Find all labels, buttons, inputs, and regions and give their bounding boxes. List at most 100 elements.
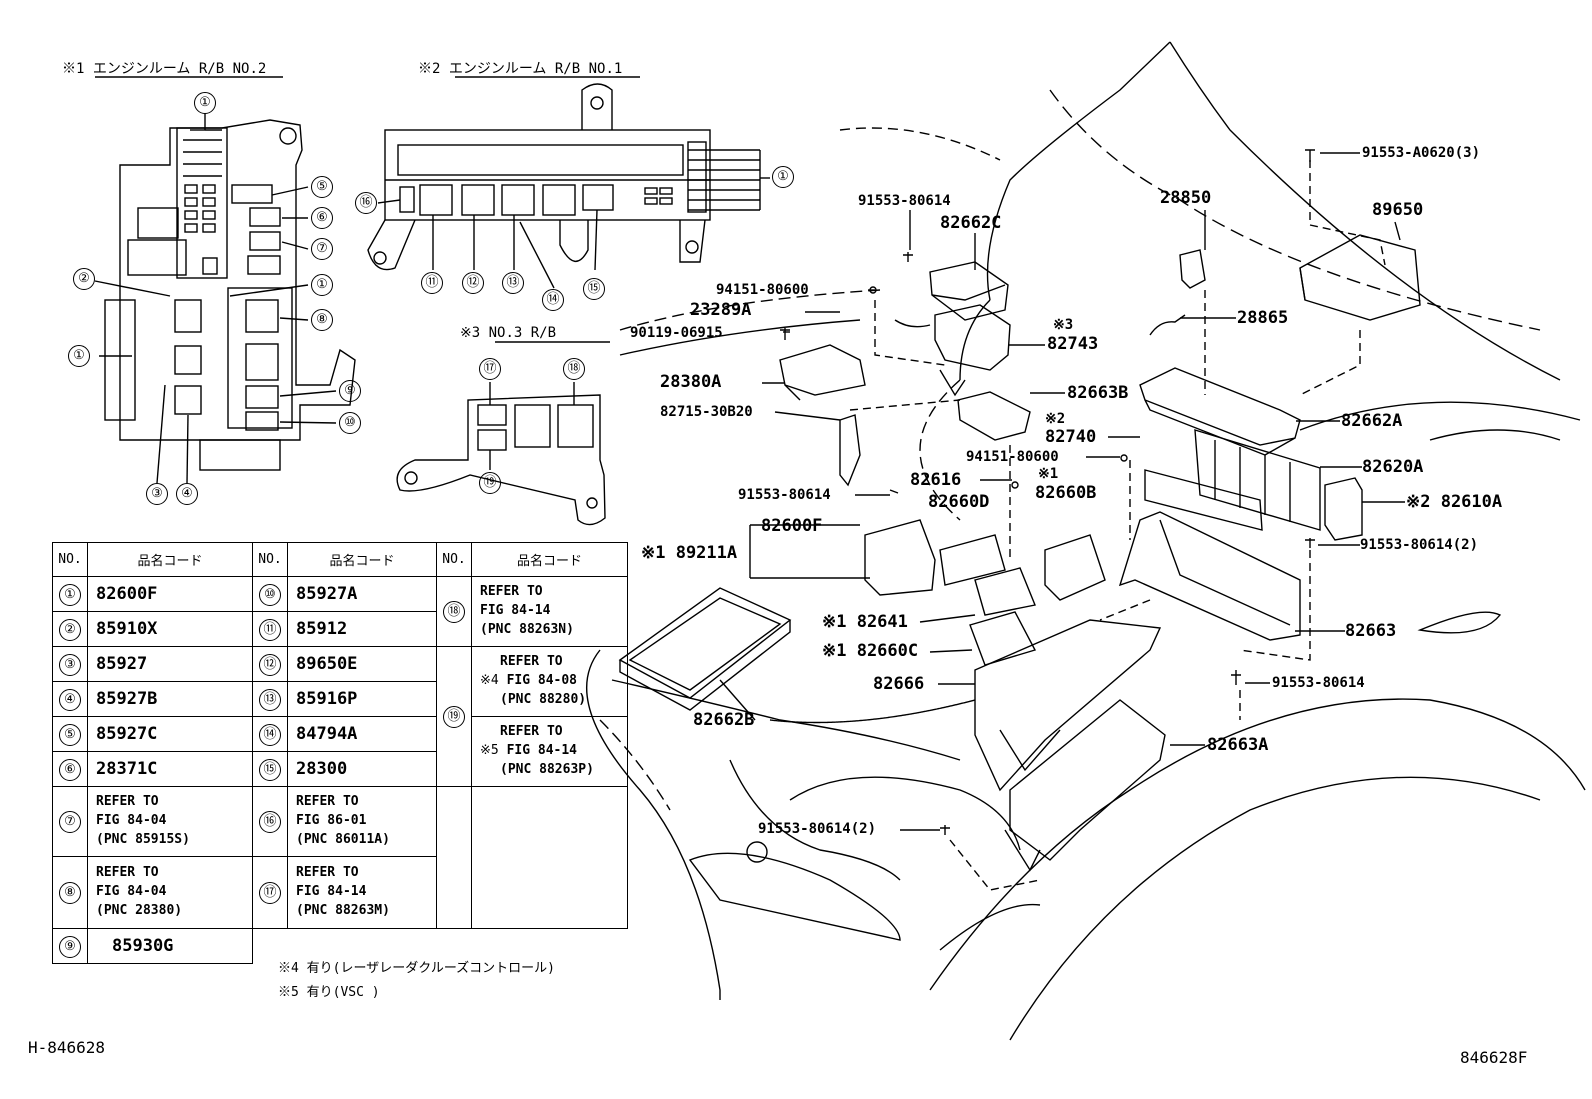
part-code: 85927B [87,681,253,717]
part-label: ※2 82610A [1406,492,1503,512]
part-label: 82743 [1047,334,1099,354]
part-code: 85912 [287,611,437,647]
row-number: ⑥ [59,758,81,781]
callout-5: ⑤ [311,176,333,198]
reference-cell: REFER TO FIG 86-01 (PNC 86011A) [287,786,437,857]
part-label: 91553-80614(2) [1360,537,1479,553]
table-header: NO. [52,542,88,577]
part-label: 82740 [1045,427,1097,447]
relay-box-no3-drawing [396,341,610,526]
part-code: 85930G [87,928,253,964]
part-label: 91553-A0620(3) [1362,145,1481,161]
part-label: 82662C [940,213,1002,233]
part-code: 84794A [287,716,437,752]
callout-9: ⑨ [339,380,361,402]
table-header: 品名コード [87,542,253,577]
row-number: ⑯ [259,811,281,833]
part-label: 91553-80614 [1272,675,1365,691]
table-header: 品名コード [287,542,437,577]
part-label: 82663B [1067,383,1129,403]
callout-7: ⑦ [311,238,333,260]
reference-cell: REFER TO FIG 84-04 (PNC 85915S) [87,786,253,857]
part-label: 82660D [928,492,990,512]
part-label: ※2 [1045,411,1066,427]
row-number: ⑭ [259,723,281,746]
callout-10: ⑩ [339,412,361,434]
footnote: ※5 有り(VSC ) [278,985,380,1000]
parts-table: NO. 品名コード NO. 品名コード NO. 品名コード ① 82600F ⑩… [52,542,628,964]
row-number: ⑲ [443,706,465,728]
part-label: 91553-80614 [738,487,831,503]
callout-12: ⑫ [462,272,484,294]
header-rb-no2: ※1 エンジンルーム R/B NO.2 [62,61,267,77]
header-rb-no1: ※2 エンジンルーム R/B NO.1 [418,61,623,77]
part-code: 89650E [287,646,437,682]
callout-1: ① [772,166,794,188]
table-header: NO. [436,542,472,577]
part-label: 82662A [1341,411,1403,431]
part-label: 23289A [690,300,752,320]
table-header: NO. [252,542,288,577]
part-code: 85927 [87,646,253,682]
part-label: ※1 82641 [822,612,908,632]
callout-18: ⑱ [563,358,585,380]
part-label: ※1 82660C [822,641,919,661]
row-number: ⑧ [59,882,81,904]
part-label: 82663A [1207,735,1269,755]
relay-box-no2-drawing [94,76,356,484]
relay-box-no1-drawing [367,76,770,289]
row-number: ⑱ [443,601,465,623]
part-label: 91553-80614(2) [758,821,877,837]
figure-id-right: 846628F [1460,1048,1528,1067]
part-label: ※3 [1053,317,1074,333]
row-number: ⑰ [259,882,281,904]
row-number: ⑦ [59,811,81,833]
table-row: ⑦ REFER TO FIG 84-04 (PNC 85915S) ⑯ REFE… [52,786,628,929]
table-header: 品名コード [471,542,628,577]
part-label: ※1 89211A [641,543,738,563]
part-label: 94151-80600 [966,449,1059,465]
part-code: 28371C [87,751,253,787]
callout-16: ⑯ [355,192,377,214]
callout-3: ③ [146,483,168,505]
callout-13: ⑬ [502,272,524,294]
figure-id-left: H-846628 [28,1038,106,1057]
row-number: ④ [59,688,81,711]
row-number: ⑮ [259,758,281,781]
part-label: ※1 [1038,466,1059,482]
callout-6: ⑥ [311,207,333,229]
part-label: 82666 [873,674,925,694]
reference-cell: REFER TO FIG 84-14 (PNC 88263N) [471,576,628,647]
part-label: 82715-30B20 [660,404,753,420]
callout-1: ① [68,345,90,367]
footnote: ※4 有り(レーザレーダクルーズコントロール) [278,961,556,976]
table-row: ⑤ 85927C ⑭ 84794A REFER TO ※5 FIG 84-14 … [52,716,628,787]
header-rb-no3: ※3 NO.3 R/B [460,325,557,341]
table-row: ③ 85927 ⑫ 89650E ⑲ REFER TO ※4 FIG 84-08… [52,646,628,787]
row-number: ③ [59,653,81,676]
reference-cell: REFER TO FIG 84-14 (PNC 88263M) [287,856,437,929]
callout-11: ⑪ [421,272,443,294]
row-number: ⑪ [259,618,281,641]
callout-17: ⑰ [479,358,501,380]
callout-8: ⑧ [311,309,333,331]
part-label: 94151-80600 [716,282,809,298]
row-number: ⑫ [259,653,281,676]
part-code: 82600F [87,576,253,612]
parts-drawing [618,149,1421,872]
part-label: 91553-80614 [858,193,951,209]
part-label: 90119-06915 [630,325,723,341]
part-label: 82662B [693,710,755,730]
callout-1: ① [311,274,333,296]
row-number: ⑤ [59,723,81,746]
row-number: ⑨ [59,935,81,958]
reference-cell: REFER TO FIG 84-04 (PNC 28380) [87,856,253,929]
part-code: 85910X [87,611,253,647]
callout-14: ⑭ [542,289,564,311]
table-row: ① 82600F ⑩ 85927A ⑱ REFER TO FIG 84-14 (… [52,576,628,647]
part-code: 85916P [287,681,437,717]
callout-4: ④ [176,483,198,505]
part-label: 82620A [1362,457,1424,477]
part-label: 82600F [761,516,823,536]
